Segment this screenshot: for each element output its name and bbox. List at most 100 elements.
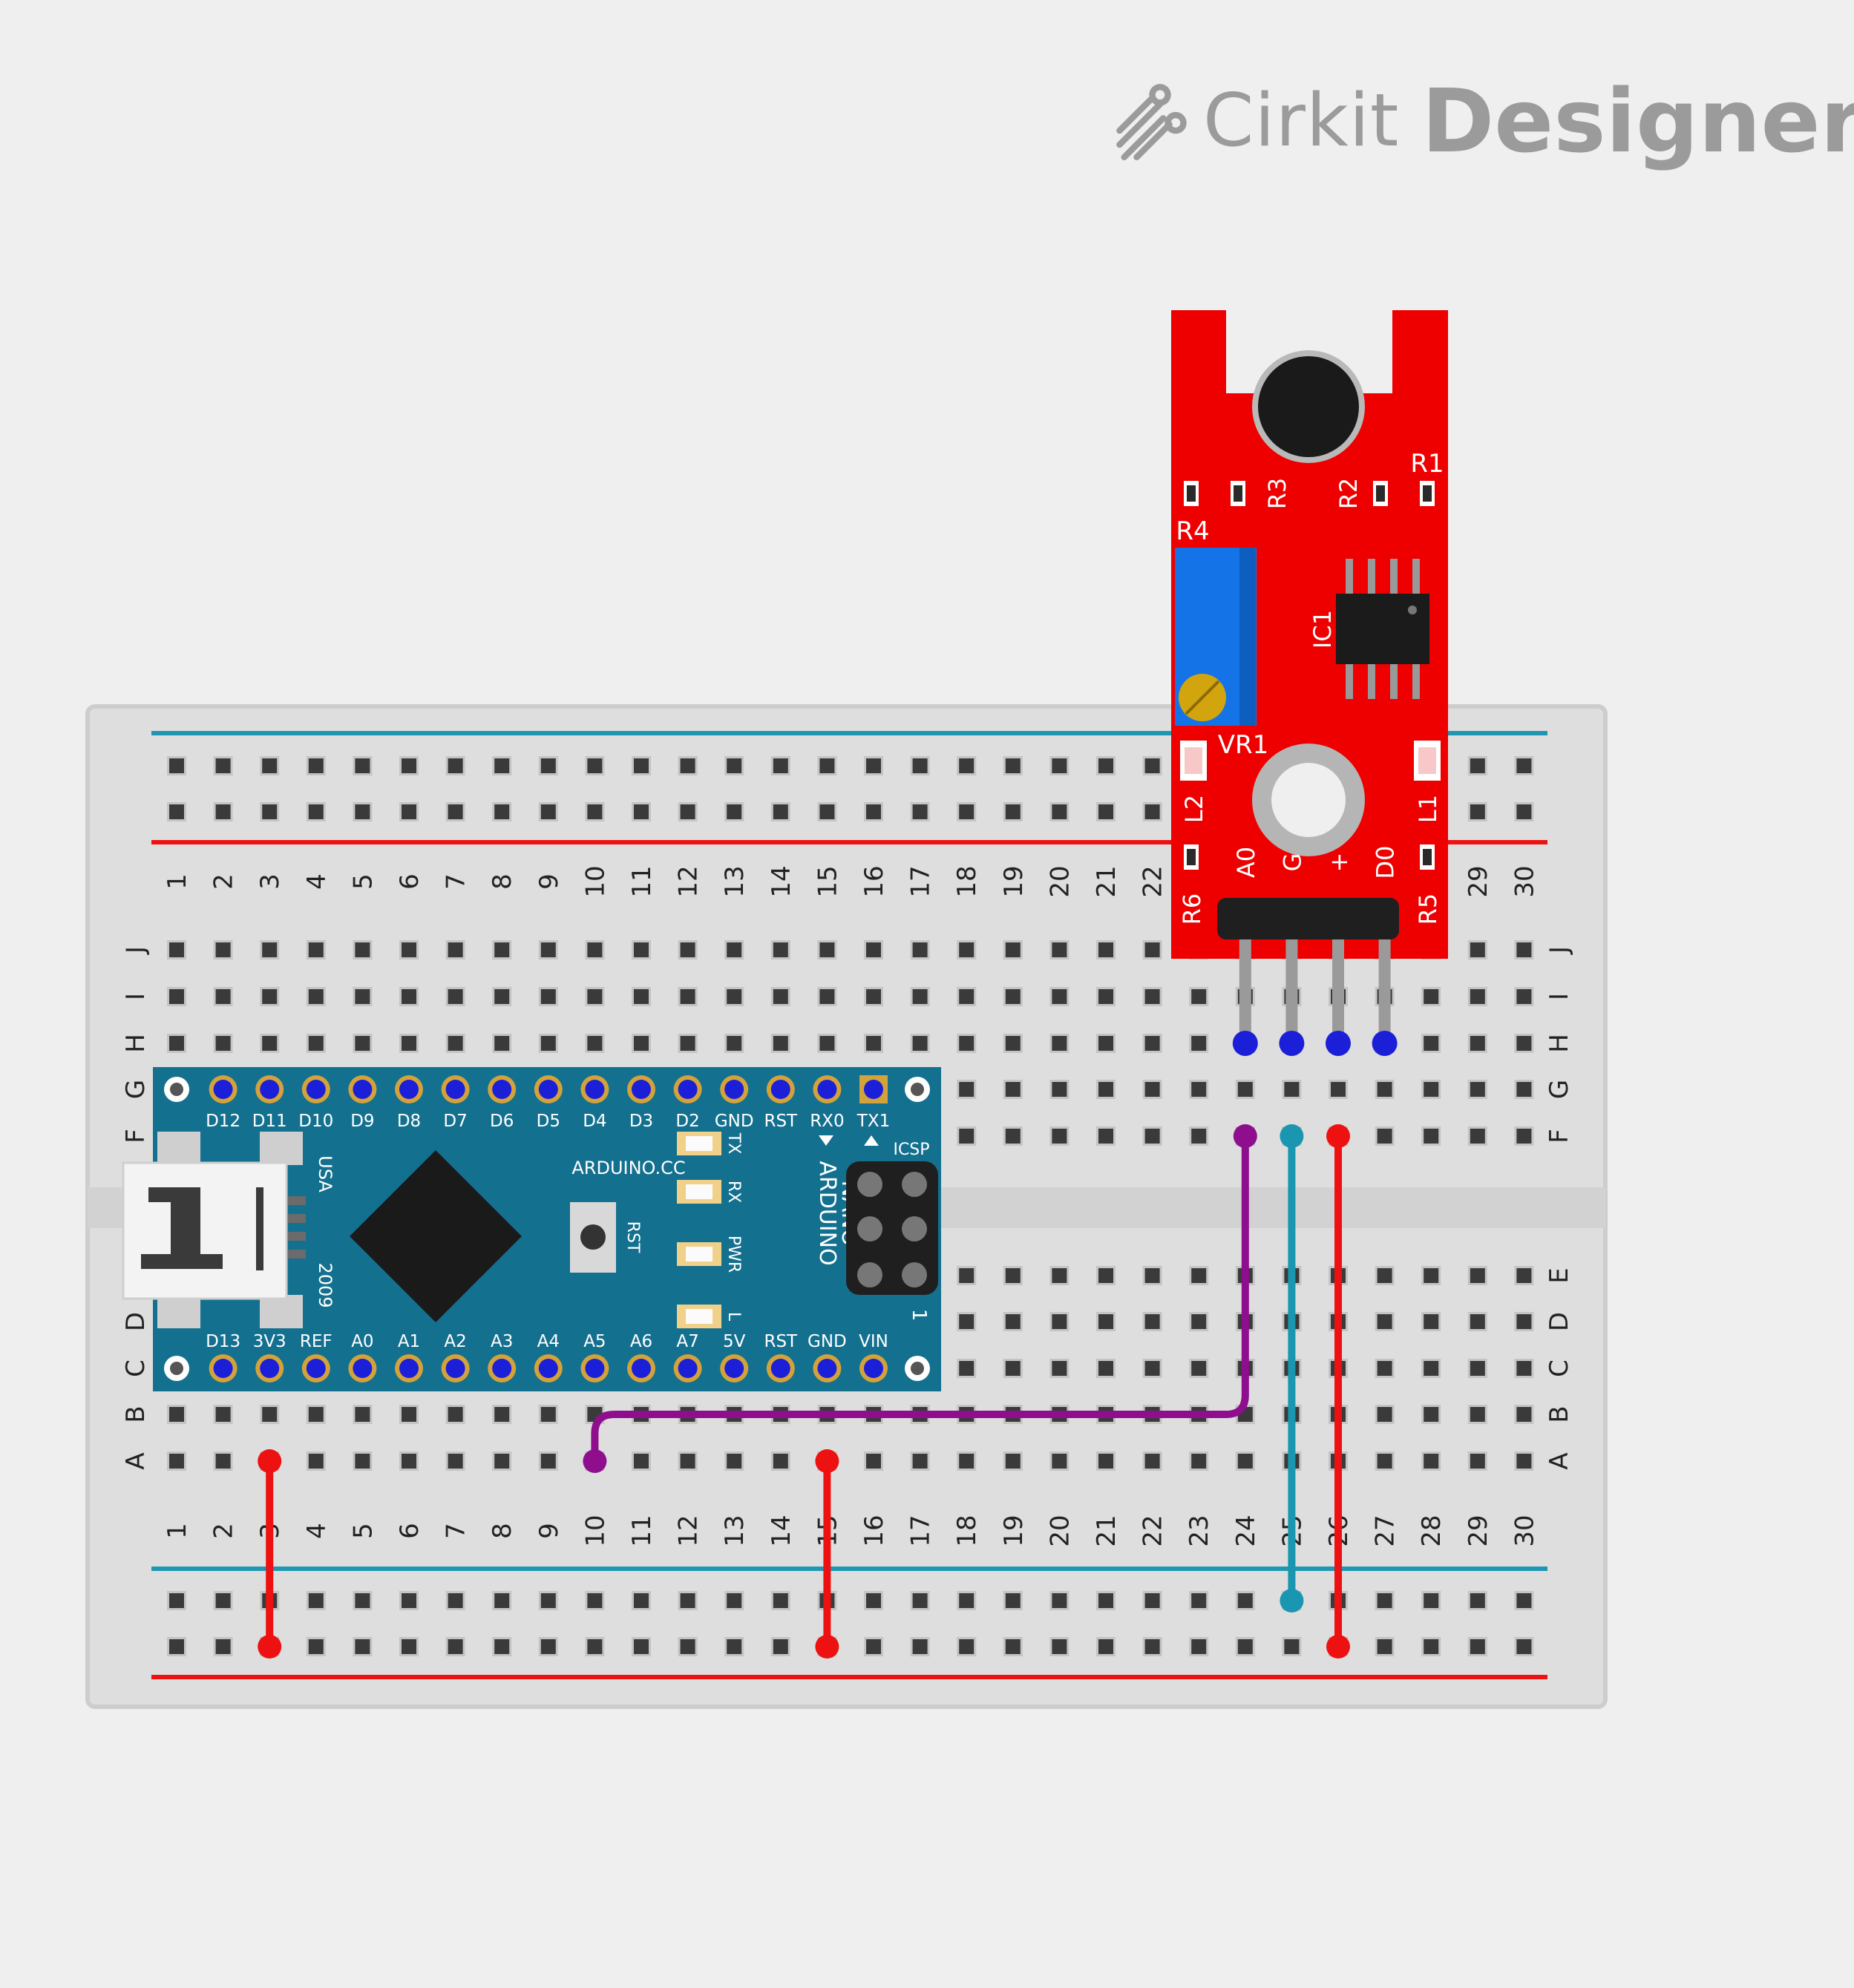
rail-hole[interactable]: [724, 756, 744, 775]
breadboard-hole[interactable]: [1142, 1080, 1162, 1099]
breadboard-hole[interactable]: [306, 987, 326, 1006]
breadboard-hole[interactable]: [1514, 1451, 1534, 1471]
breadboard-hole[interactable]: [492, 1034, 512, 1053]
rail-hole[interactable]: [538, 1591, 558, 1610]
rail-hole[interactable]: [910, 756, 930, 775]
breadboard-hole[interactable]: [1467, 940, 1487, 959]
breadboard-hole[interactable]: [1421, 1359, 1441, 1378]
rail-hole[interactable]: [864, 1637, 883, 1656]
rail-hole[interactable]: [724, 1637, 744, 1656]
sensor-pin-+[interactable]: [1326, 939, 1351, 1056]
breadboard-hole[interactable]: [1467, 1034, 1487, 1053]
breadboard-hole[interactable]: [1235, 1080, 1255, 1099]
breadboard-hole[interactable]: [724, 940, 744, 959]
breadboard-hole[interactable]: [724, 1034, 744, 1053]
breadboard-hole[interactable]: [770, 940, 790, 959]
breadboard-hole[interactable]: [260, 987, 280, 1006]
rail-hole[interactable]: [492, 756, 512, 775]
breadboard-hole[interactable]: [1189, 1266, 1209, 1285]
breadboard-hole[interactable]: [1514, 1405, 1534, 1424]
sensor-pin-D0[interactable]: [1372, 939, 1398, 1056]
breadboard-hole[interactable]: [910, 1034, 930, 1053]
breadboard-hole[interactable]: [538, 987, 558, 1006]
breadboard-hole[interactable]: [1514, 1126, 1534, 1146]
rail-hole[interactable]: [167, 756, 186, 775]
rail-hole[interactable]: [306, 802, 326, 821]
rail-hole[interactable]: [1049, 756, 1070, 775]
rail-hole[interactable]: [910, 1637, 930, 1656]
breadboard-hole[interactable]: [1421, 1080, 1441, 1099]
breadboard-hole[interactable]: [1467, 1359, 1487, 1378]
breadboard-hole[interactable]: [538, 1034, 558, 1053]
rail-hole[interactable]: [585, 1637, 605, 1656]
rail-hole[interactable]: [213, 1637, 233, 1656]
breadboard-hole[interactable]: [353, 1405, 373, 1424]
rail-hole[interactable]: [399, 802, 419, 821]
breadboard-hole[interactable]: [1514, 987, 1534, 1006]
rail-hole[interactable]: [1467, 756, 1487, 775]
breadboard-hole[interactable]: [957, 940, 977, 959]
breadboard-hole[interactable]: [1049, 1126, 1070, 1146]
breadboard-hole[interactable]: [1514, 1080, 1534, 1099]
breadboard-hole[interactable]: [445, 1451, 465, 1471]
breadboard-hole[interactable]: [260, 1405, 280, 1424]
rail-hole[interactable]: [678, 1591, 698, 1610]
breadboard-hole[interactable]: [1467, 1312, 1487, 1331]
breadboard-hole[interactable]: [770, 1451, 790, 1471]
rail-hole[interactable]: [167, 802, 186, 821]
rail-hole[interactable]: [445, 756, 465, 775]
rail-hole[interactable]: [1235, 1637, 1255, 1656]
rail-hole[interactable]: [724, 802, 744, 821]
rail-hole[interactable]: [678, 756, 698, 775]
rail-hole[interactable]: [213, 756, 233, 775]
breadboard-hole[interactable]: [585, 987, 605, 1006]
rail-hole[interactable]: [1142, 802, 1162, 821]
rail-hole[interactable]: [1235, 1591, 1255, 1610]
breadboard-hole[interactable]: [1189, 1034, 1209, 1053]
breadboard-hole[interactable]: [864, 1034, 883, 1053]
breadboard-hole[interactable]: [1421, 1405, 1441, 1424]
breadboard-hole[interactable]: [1189, 1451, 1209, 1471]
rail-hole[interactable]: [1514, 1637, 1534, 1656]
breadboard-hole[interactable]: [445, 1405, 465, 1424]
breadboard-hole[interactable]: [1049, 1080, 1070, 1099]
rail-hole[interactable]: [1096, 1591, 1116, 1610]
rail-hole[interactable]: [167, 1591, 186, 1610]
wire-3v3-to-power[interactable]: [258, 1449, 282, 1659]
rail-hole[interactable]: [724, 1591, 744, 1610]
rail-hole[interactable]: [864, 802, 883, 821]
breadboard-hole[interactable]: [1096, 1451, 1116, 1471]
rail-hole[interactable]: [492, 802, 512, 821]
breadboard-hole[interactable]: [1142, 940, 1162, 959]
breadboard-hole[interactable]: [1467, 1451, 1487, 1471]
breadboard-hole[interactable]: [957, 1359, 977, 1378]
breadboard-hole[interactable]: [1421, 1312, 1441, 1331]
breadboard-hole[interactable]: [260, 1034, 280, 1053]
breadboard-hole[interactable]: [399, 940, 419, 959]
breadboard-hole[interactable]: [1142, 1126, 1162, 1146]
breadboard-hole[interactable]: [1514, 1034, 1534, 1053]
rail-hole[interactable]: [1096, 802, 1116, 821]
breadboard-hole[interactable]: [1375, 1266, 1395, 1285]
breadboard-hole[interactable]: [306, 1405, 326, 1424]
rail-hole[interactable]: [399, 1637, 419, 1656]
rail-hole[interactable]: [632, 1637, 651, 1656]
rail-hole[interactable]: [538, 802, 558, 821]
breadboard-hole[interactable]: [399, 987, 419, 1006]
rail-hole[interactable]: [306, 756, 326, 775]
breadboard-hole[interactable]: [167, 940, 186, 959]
rail-hole[interactable]: [1421, 1591, 1441, 1610]
rail-hole[interactable]: [1189, 1637, 1209, 1656]
breadboard-hole[interactable]: [213, 940, 233, 959]
breadboard-hole[interactable]: [1421, 987, 1441, 1006]
breadboard-hole[interactable]: [1142, 1266, 1162, 1285]
breadboard-hole[interactable]: [770, 987, 790, 1006]
rail-hole[interactable]: [399, 756, 419, 775]
breadboard-hole[interactable]: [1235, 1451, 1255, 1471]
rail-hole[interactable]: [213, 1591, 233, 1610]
rail-hole[interactable]: [1049, 802, 1070, 821]
rail-hole[interactable]: [538, 756, 558, 775]
rail-hole[interactable]: [1375, 1591, 1395, 1610]
